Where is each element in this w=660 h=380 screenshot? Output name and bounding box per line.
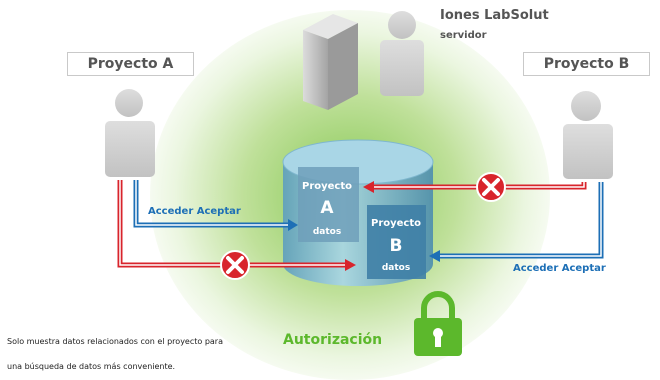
note-line-2: una búsqueda de datos más conveniente. [7,362,176,371]
project-a-access-label: Acceder Aceptar [148,206,241,217]
server-title: Iones LabSolut [440,8,549,23]
lock-icon [414,291,462,356]
project-b-accept-arrow [429,182,604,262]
server-icon [303,14,358,110]
project-a-accept-arrow [133,180,298,231]
server-user-icon [380,11,424,96]
project-b-data-tile: Proyecto B datos [367,205,426,279]
project-a-deny-arrow [117,180,356,271]
tile-b-letter: B [390,236,403,256]
deny-icon [476,172,506,202]
tile-a-line1: Proyecto [302,181,352,192]
tile-b-line3: datos [382,263,410,273]
project-b-deny-arrow [363,181,587,193]
project-a-user-icon [105,89,155,177]
deny-icon [220,250,250,280]
tile-a-line3: datos [313,227,341,237]
project-a-data-tile: Proyecto A datos [298,167,359,242]
note-line-1: Solo muestra datos relacionados con el p… [7,337,223,346]
tile-b-line1: Proyecto [371,218,421,229]
project-a-label: Proyecto A [67,52,194,76]
project-b-access-label: Acceder Aceptar [513,263,606,274]
server-subtitle: servidor [440,30,487,41]
project-b-user-icon [563,91,613,179]
tile-a-letter: A [320,198,334,218]
project-b-label: Proyecto B [523,52,650,76]
diagram-canvas: Proyecto B datos Proyecto A datos [105,11,613,356]
authorization-label: Autorización [283,332,383,348]
